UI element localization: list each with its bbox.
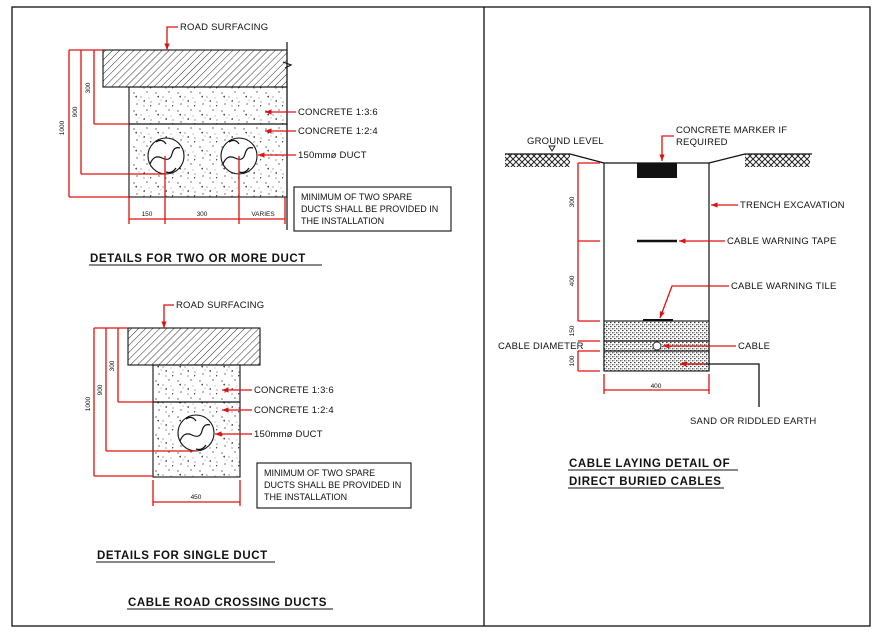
dim-900: 900 [97, 384, 104, 395]
trench-title-line1: CABLE LAYING DETAIL OF [569, 458, 730, 470]
sheet-border [11, 6, 871, 627]
concrete-124-label: CONCRETE 1:2:4 [254, 405, 334, 416]
note-box [256, 462, 412, 509]
dim-150: 150 [142, 211, 153, 218]
dim-450: 450 [191, 494, 202, 501]
concrete-136-label: CONCRETE 1:3:6 [254, 385, 334, 396]
dim-300: 300 [85, 82, 92, 93]
cable-warning-tile-label: CABLE WARNING TILE [731, 281, 836, 292]
cable-diameter-label: CABLE DIAMETER [498, 341, 584, 352]
dim-varies: VARIES [251, 211, 275, 218]
duct-label: 150mmø DUCT [298, 150, 367, 161]
ground-hatch-left [505, 154, 570, 167]
concrete-marker [637, 163, 677, 178]
road-surfacing-label: ROAD SURFACING [176, 300, 264, 311]
road-surfacing-hatch [127, 327, 261, 366]
dim-400: 400 [569, 275, 576, 286]
panel-title-left: CABLE ROAD CROSSING DUCTS [128, 597, 327, 609]
cable-warning-tape-label: CABLE WARNING TAPE [727, 236, 837, 247]
dim-150: 150 [569, 325, 576, 336]
concrete-124-label: CONCRETE 1:2:4 [298, 126, 378, 137]
ground-hatch-right [745, 154, 810, 167]
trench-title-line2: DIRECT BURIED CABLES [569, 476, 722, 488]
note-line: DUCTS SHALL BE PROVIDED IN [264, 480, 401, 490]
single-duct-detail: 1000 900 300 450 ROAD SURFACING CONCRETE… [85, 300, 412, 563]
dim-900: 900 [72, 106, 79, 117]
sand-riddled-earth-label: SAND OR RIDDLED EARTH [690, 416, 817, 427]
dim-100: 100 [569, 355, 576, 366]
ground-level-label: GROUND LEVEL [527, 136, 604, 147]
single-duct-title: DETAILS FOR SINGLE DUCT [97, 550, 268, 562]
road-surfacing-label: ROAD SURFACING [180, 22, 268, 33]
note-line: MINIMUM OF TWO SPARE [301, 192, 412, 202]
note-line: MINIMUM OF TWO SPARE [264, 468, 375, 478]
two-duct-title: DETAILS FOR TWO OR MORE DUCT [90, 253, 306, 265]
cable-label: CABLE [738, 341, 770, 352]
trench-detail: GROUND LEVEL 300 400 150 100 400 CONCRET… [498, 125, 845, 489]
duct-label: 150mmø DUCT [254, 429, 323, 440]
dim-400-h: 400 [651, 383, 662, 390]
dim-1000: 1000 [85, 396, 92, 411]
concrete-marker-label: CONCRETE MARKER IF [676, 125, 787, 136]
duct-icon [177, 414, 215, 452]
cable-warning-tile [643, 319, 673, 322]
cable-icon [652, 341, 662, 351]
note-box [293, 186, 452, 232]
concrete-136-label: CONCRETE 1:3:6 [298, 107, 378, 118]
road-surfacing-hatch [102, 49, 288, 88]
duct-icon [147, 137, 185, 175]
concrete-marker-label: REQUIRED [676, 137, 728, 148]
ground-level-symbol [548, 145, 556, 152]
two-duct-detail: 1000 900 300 150 300 VARIES ROAD SURFACI… [59, 22, 452, 266]
dim-300: 300 [109, 360, 116, 371]
note-line: THE INSTALLATION [264, 492, 347, 502]
dim-1000: 1000 [59, 120, 66, 135]
dim-300-h: 300 [197, 211, 208, 218]
trench-excavation-label: TRENCH EXCAVATION [740, 200, 845, 211]
note-line: DUCTS SHALL BE PROVIDED IN [301, 204, 438, 214]
note-line: THE INSTALLATION [301, 216, 384, 226]
concrete-block [128, 86, 288, 198]
dim-300: 300 [569, 196, 576, 207]
